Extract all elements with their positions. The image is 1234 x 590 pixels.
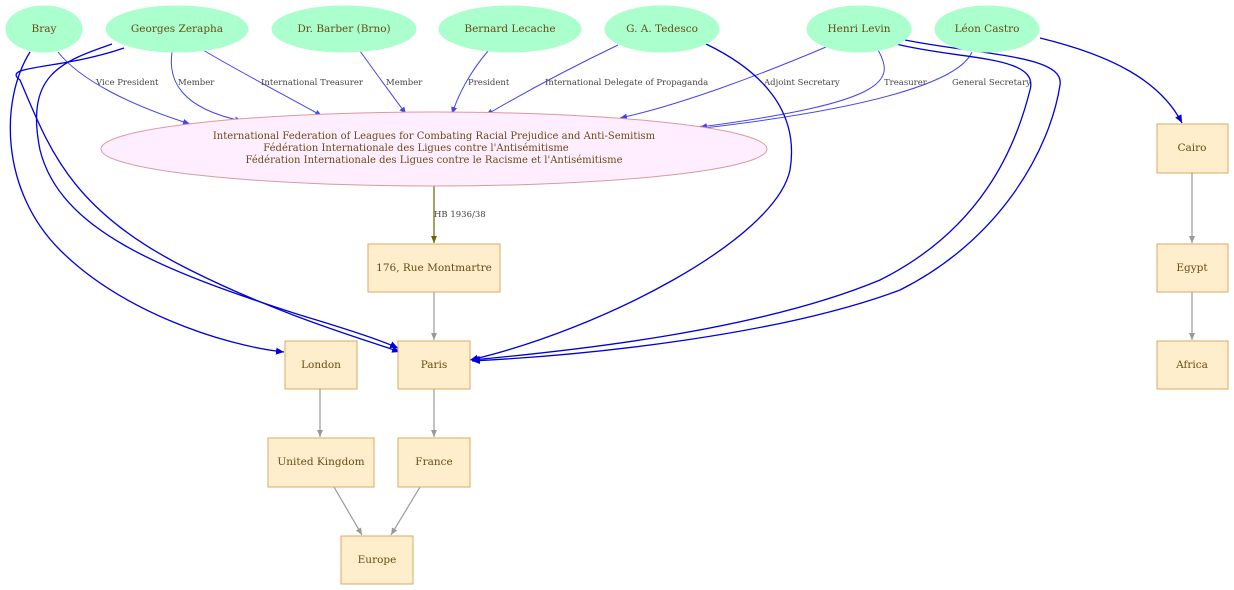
edge-label-member: Member — [178, 78, 215, 88]
place-label: Europe — [358, 554, 397, 566]
edge-role-tedesco — [485, 44, 619, 116]
person-nodes: Bray Georges Zerapha Dr. Barber (Brno) B… — [5, 5, 1040, 53]
place-node[interactable]: Cairo — [1156, 123, 1229, 174]
place-node[interactable]: Africa — [1156, 340, 1229, 390]
place-label: United Kingdom — [277, 456, 364, 468]
organization-node[interactable]: International Federation of Leagues for … — [100, 111, 768, 187]
person-node[interactable]: Dr. Barber (Brno) — [271, 5, 417, 53]
edge-role-zerapha-treasurer — [202, 49, 323, 117]
edge-labels: Vice President Member International Trea… — [95, 78, 1031, 220]
place-label: France — [415, 456, 452, 468]
edge-label-general-secretary: General Secretary — [952, 78, 1031, 88]
place-label: 176, Rue Montmartre — [376, 262, 492, 274]
edge-loc-levin-paris-2 — [471, 39, 1061, 365]
edge-label-treasurer: Treasurer — [884, 78, 928, 88]
person-node[interactable]: Léon Castro — [934, 5, 1040, 53]
place-label: Africa — [1175, 359, 1208, 371]
edge-loc-zerapha-paris-2 — [15, 47, 401, 353]
organization-name-french-2: Fédération Internationale des Ligues con… — [245, 155, 622, 166]
edge-geo-france-europe — [390, 486, 421, 536]
person-label: Bernard Lecache — [464, 23, 555, 35]
person-label: Léon Castro — [955, 23, 1020, 35]
place-label: Cairo — [1178, 142, 1207, 154]
person-label: Dr. Barber (Brno) — [297, 23, 390, 35]
edge-label-international-treasurer: International Treasurer — [261, 78, 364, 88]
organization-name-english: International Federation of Leagues for … — [213, 131, 656, 142]
person-label: Georges Zerapha — [131, 23, 223, 35]
place-label: Paris — [421, 359, 448, 371]
edge-role-barber — [359, 50, 407, 115]
edge-loc-bray-london — [9, 51, 285, 355]
place-node[interactable]: France — [397, 437, 471, 488]
place-node[interactable]: Europe — [340, 535, 414, 585]
place-node[interactable]: Egypt — [1156, 243, 1229, 293]
edge-role-castro — [694, 51, 973, 132]
edge-label-vice-president: Vice President — [95, 78, 159, 88]
edge-role-lecache — [451, 50, 489, 115]
edge-role-levin-adjoint — [619, 46, 827, 120]
person-node[interactable]: Georges Zerapha — [105, 5, 249, 53]
person-node[interactable]: Bernard Lecache — [438, 5, 582, 53]
edge-loc-zerapha-paris-1 — [35, 43, 399, 349]
place-label: Egypt — [1176, 262, 1208, 274]
organization-name-french-1: Fédération Internationale des Ligues con… — [263, 143, 569, 154]
place-label: London — [301, 359, 341, 371]
edge-loc-levin-paris-1 — [471, 43, 1032, 363]
place-node[interactable]: 176, Rue Montmartre — [367, 243, 501, 293]
role-edges — [57, 44, 973, 132]
place-node[interactable]: Paris — [397, 340, 471, 390]
geo-edges — [317, 173, 1195, 536]
place-nodes: 176, Rue Montmartre London Paris United … — [267, 123, 1229, 585]
edge-role-bray — [57, 51, 191, 125]
edge-loc-tedesco-paris — [469, 43, 793, 362]
person-node[interactable]: Bray — [5, 5, 83, 53]
edge-label-international-delegate: International Delegate of Propaganda — [545, 78, 708, 88]
location-edges — [9, 37, 1183, 365]
person-label: Henri Levin — [827, 23, 890, 35]
place-node[interactable]: London — [284, 340, 358, 390]
person-node[interactable]: Henri Levin — [806, 5, 912, 53]
place-node[interactable]: United Kingdom — [267, 437, 375, 488]
person-label: Bray — [32, 23, 57, 35]
edge-label-headquarters: HB 1936/38 — [434, 210, 486, 220]
edge-geo-uk-europe — [333, 486, 363, 536]
person-label: G. A. Tedesco — [626, 23, 698, 35]
edge-label-member: Member — [386, 78, 423, 88]
edge-role-zerapha-member — [170, 51, 243, 123]
edge-label-president: President — [468, 78, 510, 88]
edge-role-levin-treasurer — [699, 49, 885, 130]
edge-loc-castro-cairo — [1039, 37, 1183, 124]
person-node[interactable]: G. A. Tedesco — [604, 5, 720, 53]
edge-label-adjoint-secretary: Adjoint Secretary — [763, 78, 840, 88]
